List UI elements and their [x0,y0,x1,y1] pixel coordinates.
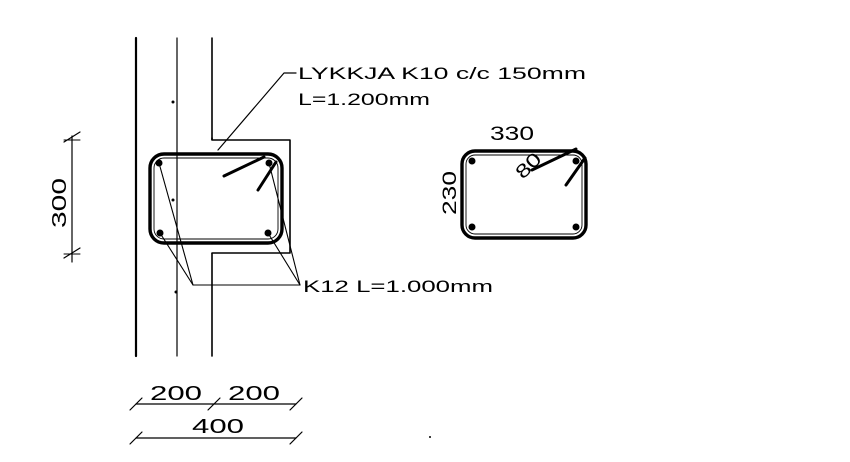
detail-stirrup [460,147,588,240]
stirrup-leader [217,72,297,151]
corbel-outline [211,137,291,254]
dimension-bottom [129,397,303,445]
bar-dot [572,157,580,165]
bar-leader-4 [268,162,301,286]
detail-height-text: 230 [440,171,461,215]
dimension-bottom-left-text: 200 [150,383,202,405]
main-stirrup [148,152,284,245]
bar-leader-5 [267,232,301,286]
dimension-bottom-total-text: 400 [192,416,244,438]
bar-dot [468,223,476,231]
stirrup-label-line1: LYKKJA K10 c/c 150mm [298,64,586,83]
stirrup-label-line2: L=1.200mm [298,90,430,109]
wall-section [134,36,214,358]
dimension-bottom-right-text: 200 [228,383,280,405]
bar-dot [468,157,476,165]
detail-hook-text: 80 [512,149,547,184]
dimension-vertical [63,131,81,263]
bar-label: K12 L=1.000mm [303,277,493,296]
bar-dot [572,223,580,231]
wall-dots [171,100,431,438]
detail-width-text: 330 [490,124,534,145]
leader-lines [158,72,301,286]
dimension-vertical-text: 300 [49,178,71,228]
bar-leader-1 [158,162,194,286]
bar-leader-2 [159,232,194,286]
